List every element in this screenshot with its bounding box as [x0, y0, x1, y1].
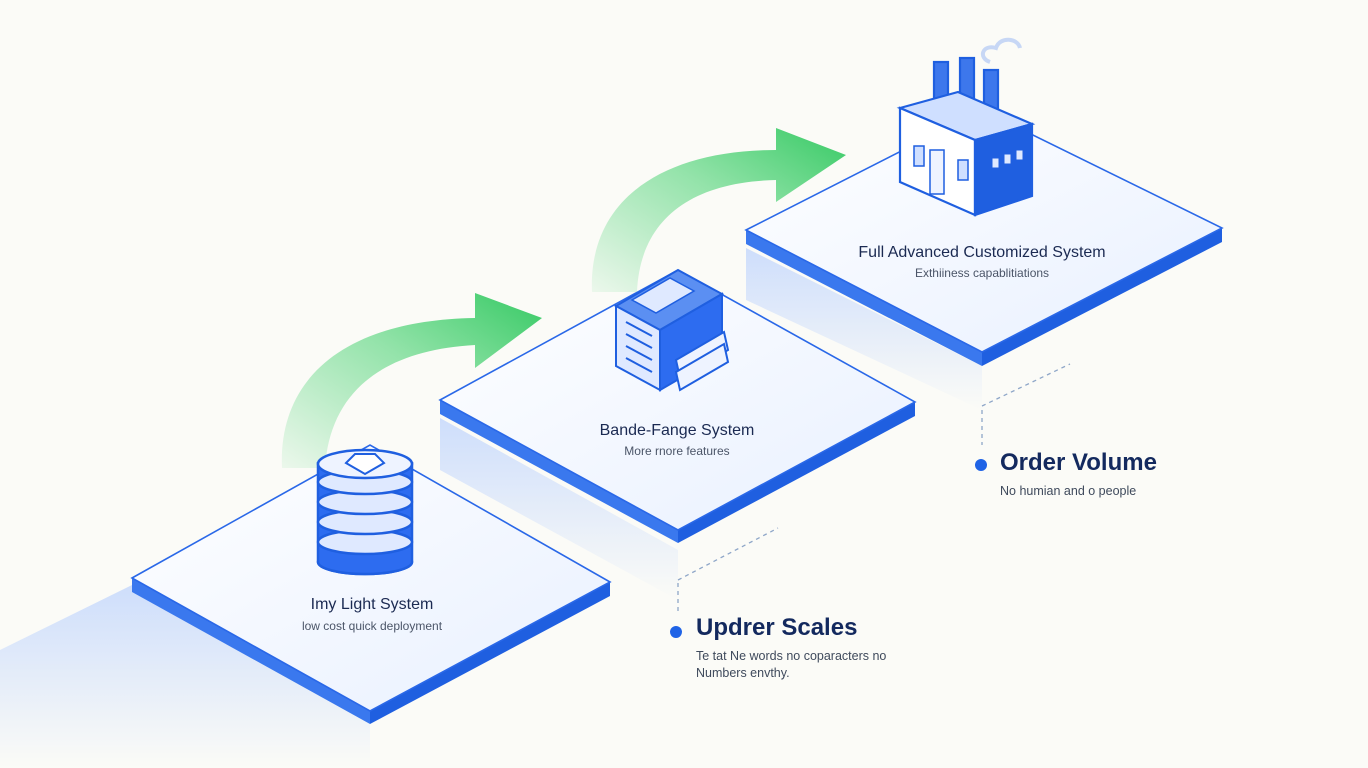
factory-icon	[896, 37, 1036, 217]
tier-1-title: Imy Light System	[310, 596, 434, 613]
growth-arrow	[591, 128, 846, 292]
tier-3-subtitle: Exthiiness capablitiations	[914, 266, 1050, 280]
tier-3-title: Full Advanced Customized System	[858, 244, 1106, 261]
bullet-dot	[670, 626, 682, 638]
platform-2	[438, 269, 917, 543]
growth-arrow	[281, 293, 542, 468]
note-1-title: Updrer Scales	[696, 614, 858, 641]
platform-3	[744, 109, 1224, 366]
tier-2-title: Bande-Fange System	[599, 422, 755, 439]
note-1-body-line: Te tat Ne words no coparacters no	[696, 649, 887, 663]
tier-2-subtitle: More rnore features	[624, 444, 730, 458]
platform-glow	[0, 585, 370, 768]
tier-1-subtitle: low cost quick deployment	[301, 619, 443, 633]
database-icon	[316, 448, 414, 576]
platform-glow	[746, 248, 982, 410]
platform-1	[130, 444, 612, 724]
note-2-body-line: No humian and o people	[1000, 484, 1137, 498]
connector-line	[981, 363, 1071, 445]
note-2-title: Order Volume	[1000, 449, 1157, 476]
note-1-body-line: Numbers envthy.	[696, 666, 790, 680]
bullet-dot	[975, 459, 987, 471]
connector-line	[677, 527, 779, 612]
platform-glow	[440, 418, 678, 600]
server-icon	[613, 268, 730, 392]
